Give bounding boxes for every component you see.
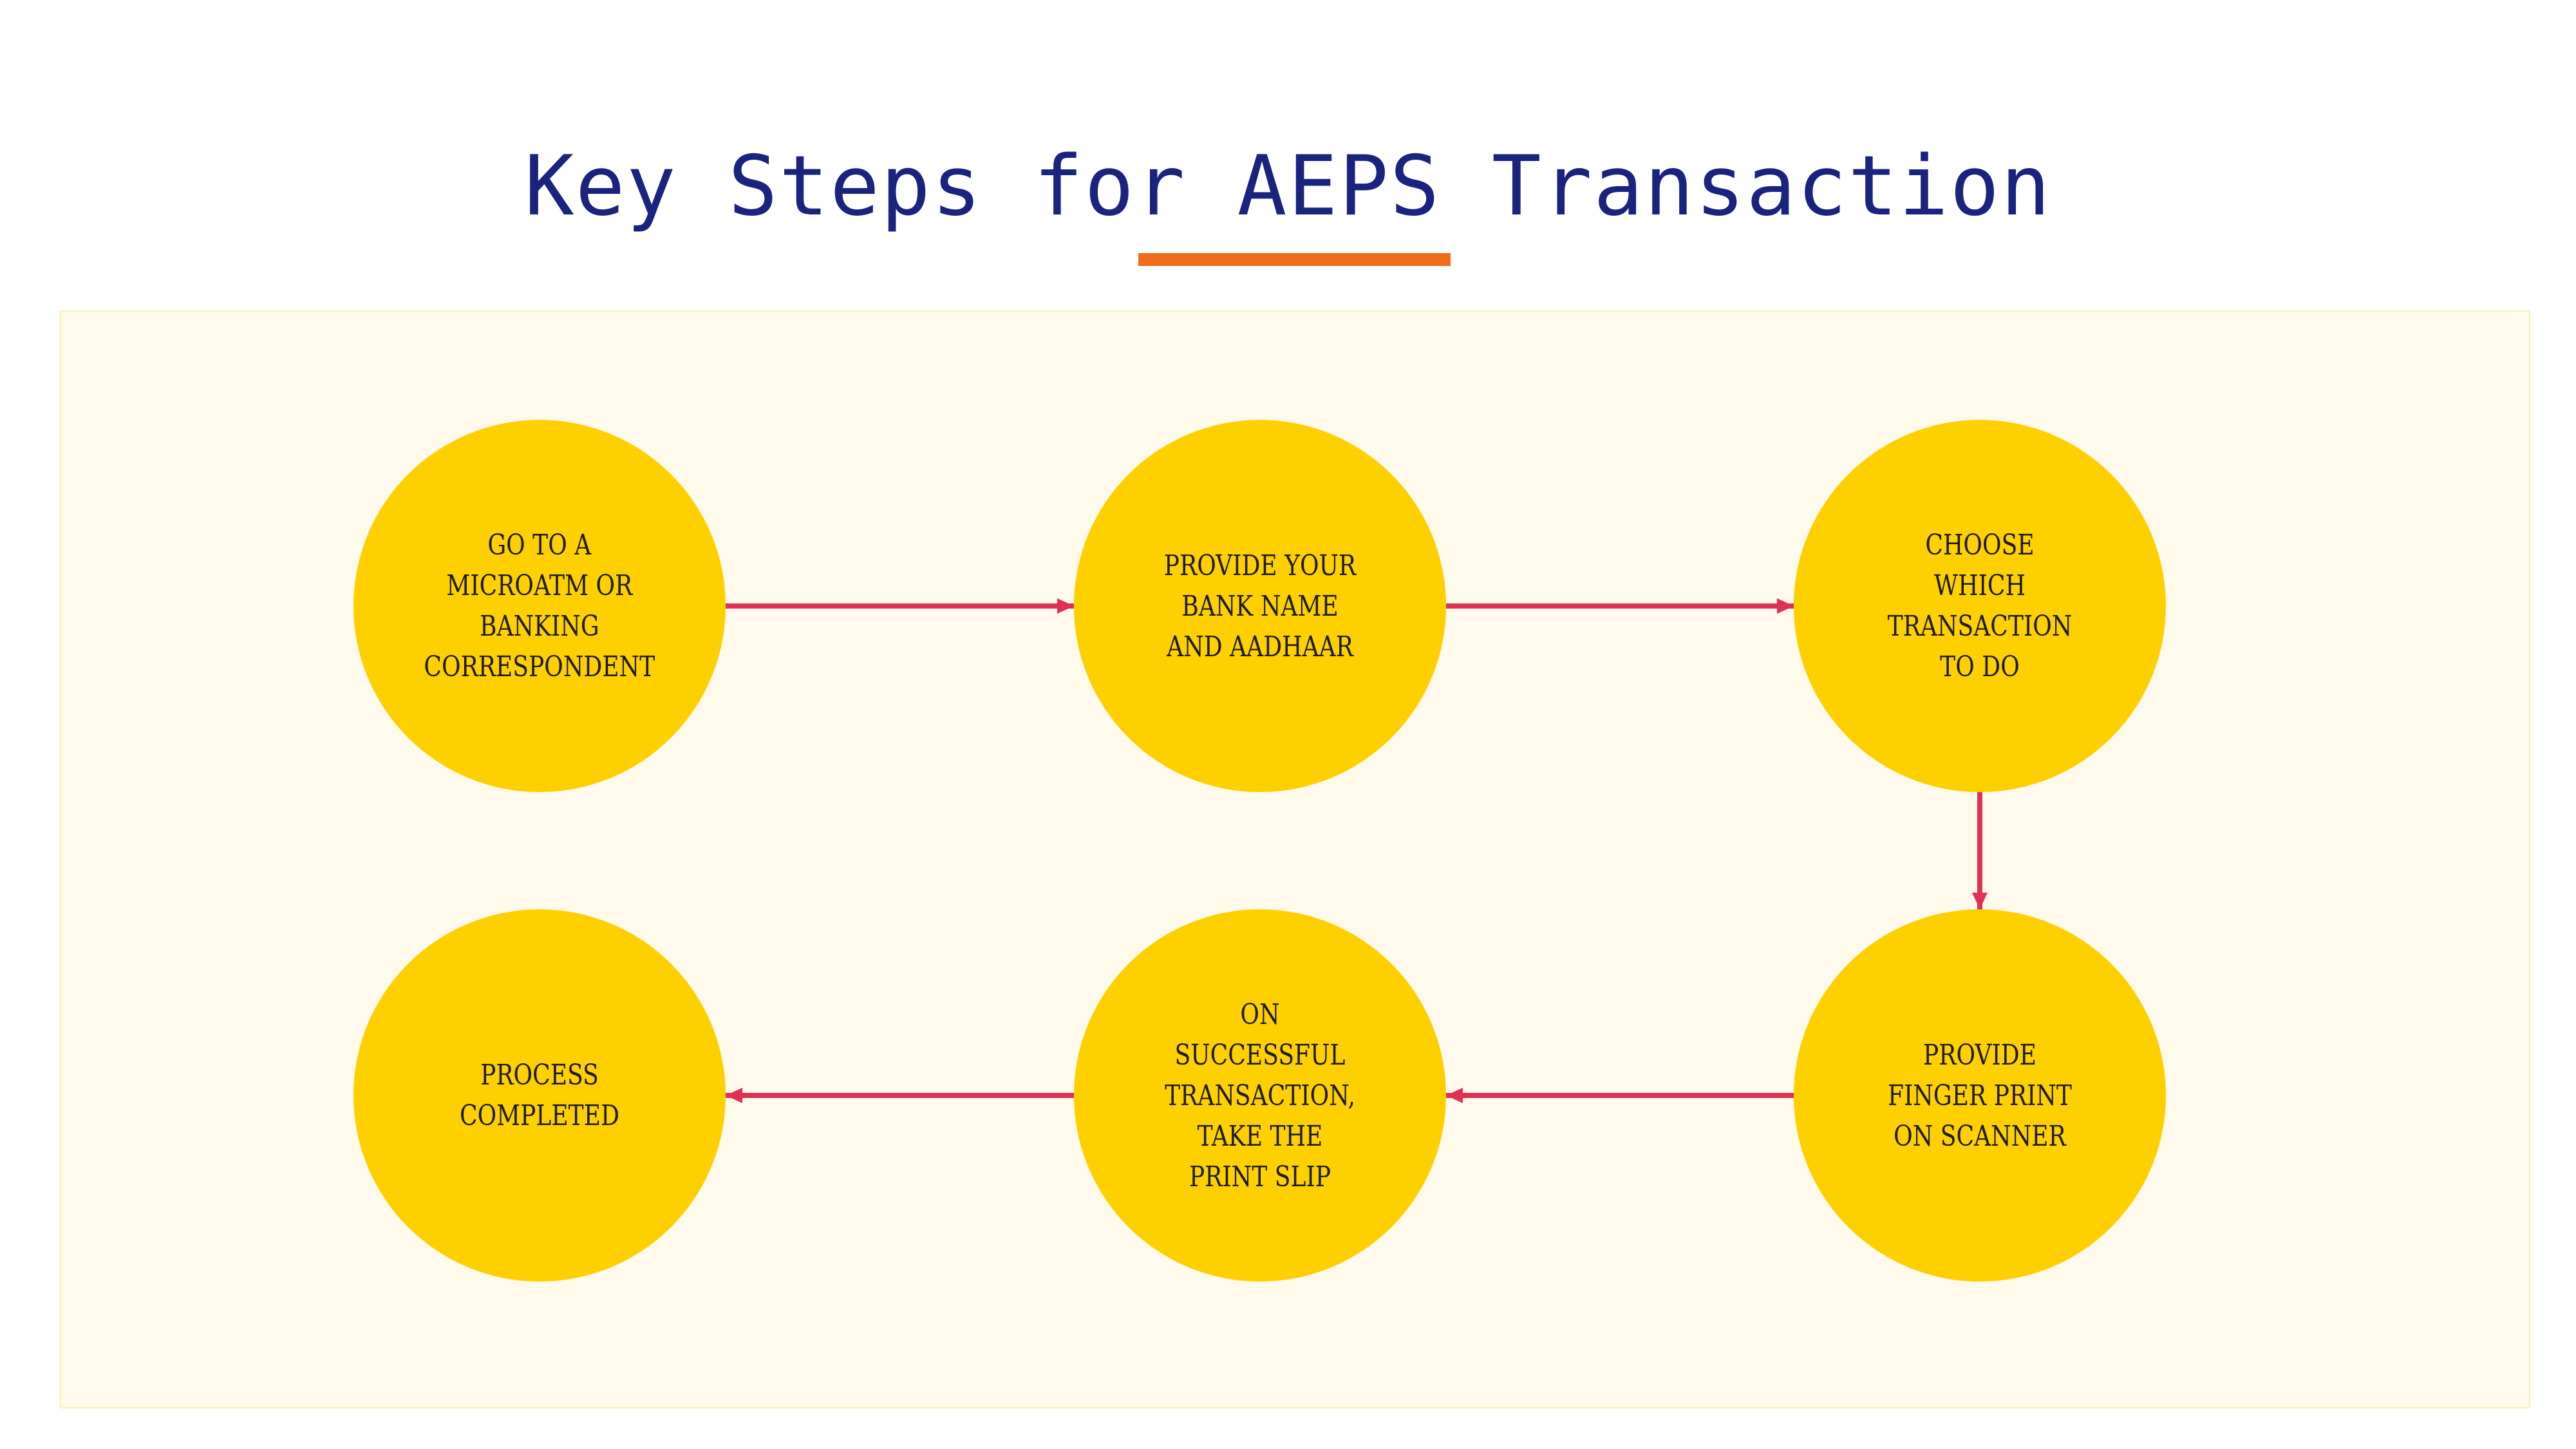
step-2-circle: PROVIDE YOUR BANK NAME AND AADHAAR: [1074, 420, 1446, 792]
step-4-label: PROVIDE FINGER PRINT ON SCANNER: [1887, 1038, 2072, 1153]
step-2-label: PROVIDE YOUR BANK NAME AND AADHAAR: [1163, 549, 1357, 663]
step-1-label: GO TO A MICROATM OR BANKING CORRESPONDEN…: [424, 529, 655, 683]
step-6-label: PROCESS COMPLETED: [459, 1059, 620, 1132]
step-6-circle: PROCESS COMPLETED: [353, 909, 726, 1282]
title-underline: [1138, 253, 1451, 266]
step-1-circle: GO TO A MICROATM OR BANKING CORRESPONDEN…: [353, 420, 726, 792]
step-4-circle: PROVIDE FINGER PRINT ON SCANNER: [1794, 909, 2166, 1282]
step-3-circle: CHOOSE WHICH TRANSACTION TO DO: [1794, 420, 2166, 792]
page-title: Key Steps for AEPS Transaction: [524, 138, 2052, 234]
step-3-label: CHOOSE WHICH TRANSACTION TO DO: [1887, 529, 2073, 683]
step-5-label: ON SUCCESSFUL TRANSACTION, TAKE THE PRIN…: [1165, 998, 1355, 1193]
step-5-circle: ON SUCCESSFUL TRANSACTION, TAKE THE PRIN…: [1074, 909, 1446, 1282]
